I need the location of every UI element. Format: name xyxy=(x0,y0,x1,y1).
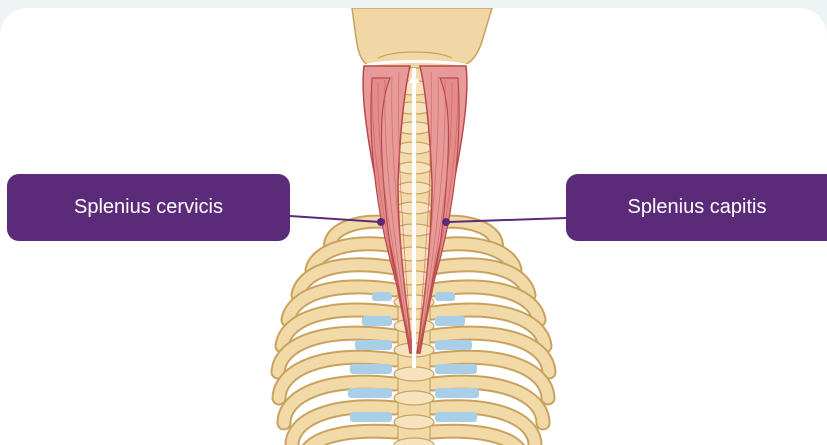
label-splenius-cervicis: Splenius cervicis xyxy=(7,174,290,241)
label-splenius-capitis: Splenius capitis xyxy=(566,174,827,241)
skull-base xyxy=(352,8,492,68)
